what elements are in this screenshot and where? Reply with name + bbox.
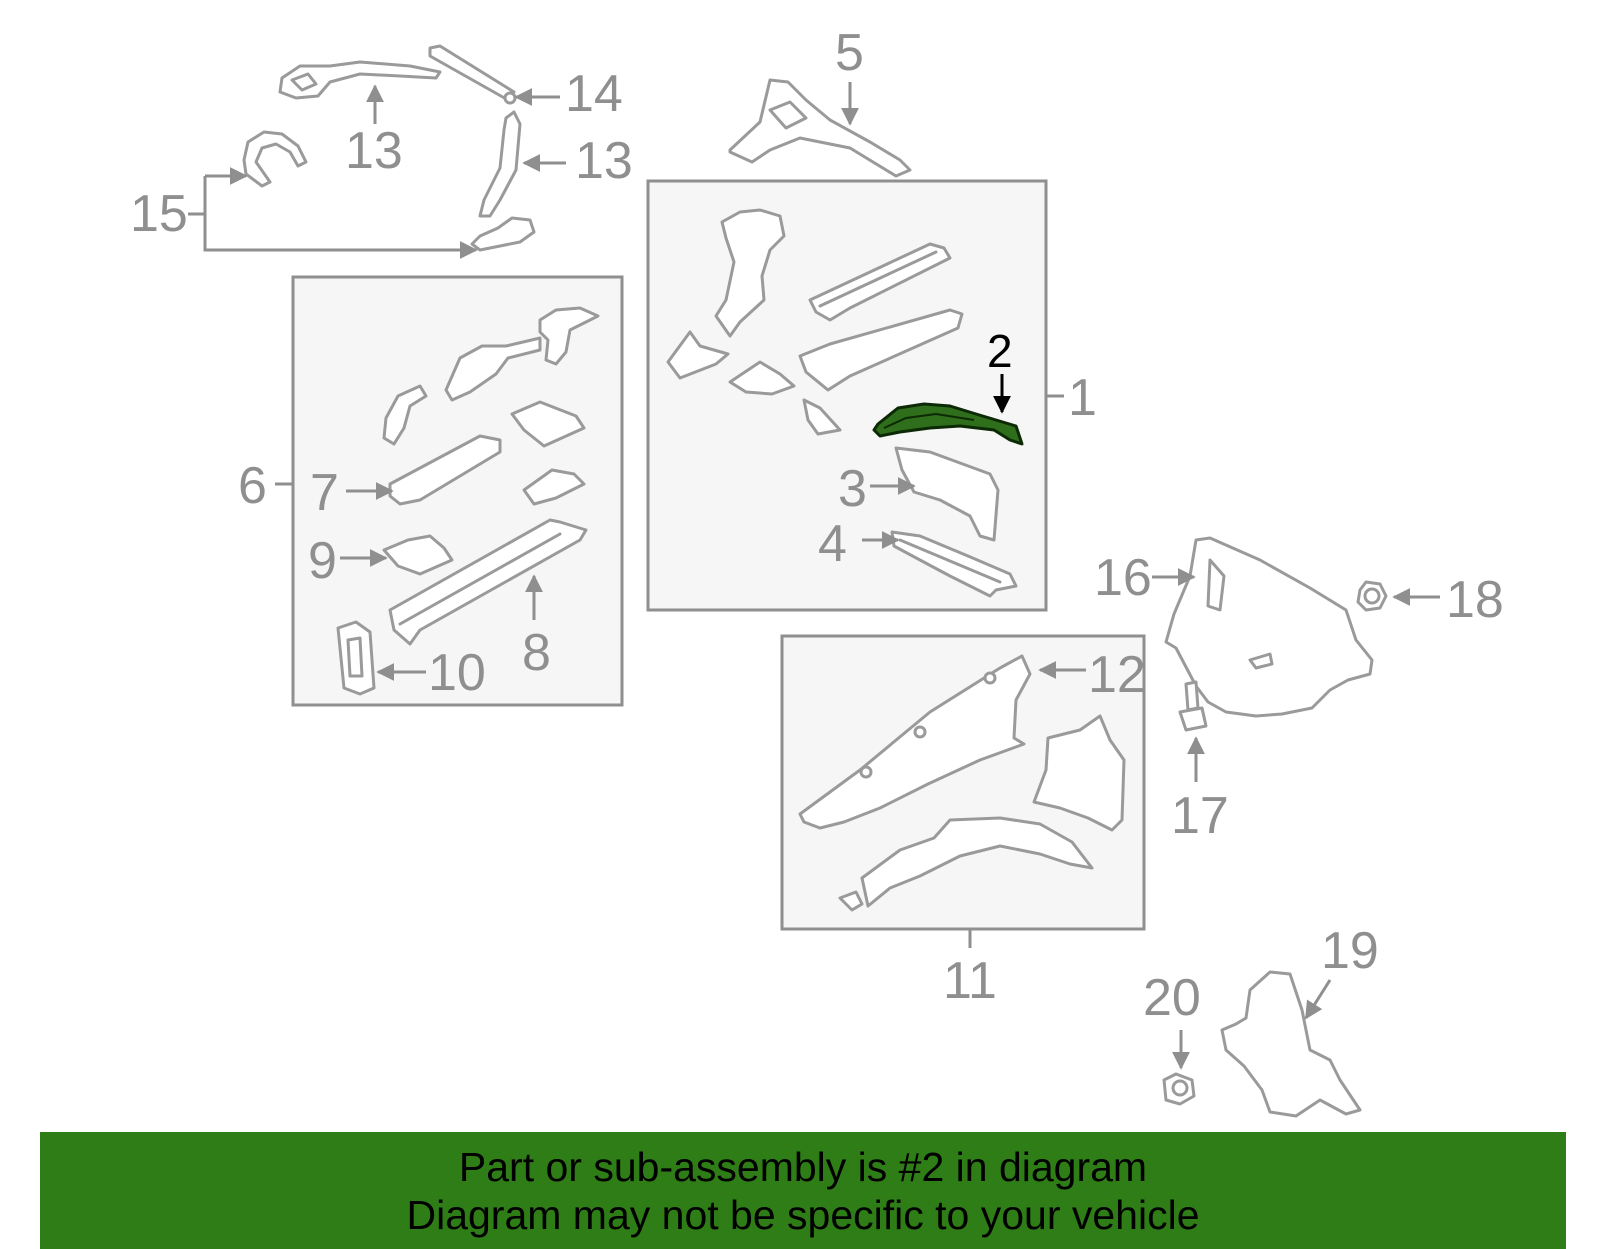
- part-2-highlighted: [872, 402, 1024, 446]
- part-10-plate: [336, 620, 376, 696]
- callout-18: 18: [1446, 571, 1504, 629]
- callout-12: 12: [1088, 646, 1146, 704]
- banner-line-2: Diagram may not be specific to your vehi…: [406, 1191, 1200, 1238]
- part-6-brackets: [510, 400, 586, 506]
- callout-7: 7: [310, 464, 339, 522]
- part-13-upper-bracket: [278, 60, 442, 100]
- callout-5: 5: [835, 24, 864, 82]
- part-12-apron: [798, 654, 1032, 830]
- part-1-side-member: [714, 208, 786, 338]
- part-15-clip: [242, 130, 308, 188]
- part-11-lower-rail: [838, 816, 1094, 912]
- part-1-brackets: [666, 330, 842, 436]
- callout-13-upper: 13: [345, 122, 403, 180]
- part-14-rod: [428, 44, 517, 105]
- callout-9: 9: [308, 532, 337, 590]
- part-17-bolt: [1178, 680, 1208, 732]
- callout-16: 16: [1094, 549, 1152, 607]
- part-20-bolt: [1162, 1072, 1196, 1106]
- callout-20: 20: [1143, 969, 1201, 1027]
- callout-17: 17: [1171, 787, 1229, 845]
- part-8-sill: [388, 518, 588, 646]
- callout-14: 14: [565, 65, 623, 123]
- callout-10: 10: [428, 644, 486, 702]
- part-16-shield: [1164, 536, 1374, 718]
- part-5-apron-reinforcement: [728, 78, 912, 178]
- callout-19: 19: [1321, 922, 1379, 980]
- part-9-bracket: [382, 534, 454, 576]
- callout-8: 8: [522, 624, 551, 682]
- callout-2[interactable]: 2: [987, 325, 1013, 377]
- part-13-side-bracket: [478, 110, 522, 218]
- callout-13-side: 13: [575, 132, 633, 190]
- part-15-plate: [470, 216, 536, 252]
- part-19-bracket: [1220, 970, 1362, 1118]
- part-6-upper-rail: [382, 306, 600, 446]
- part-18-nut: [1356, 580, 1388, 612]
- callout-11: 11: [943, 952, 997, 1010]
- callout-15: 15: [130, 185, 188, 243]
- callout-4: 4: [818, 515, 847, 573]
- callout-3: 3: [838, 460, 867, 518]
- part-1-lower-rail: [798, 308, 964, 392]
- assembly-box-1: [646, 179, 1048, 612]
- info-banner: Part or sub-assembly is #2 in diagram Di…: [40, 1132, 1566, 1249]
- banner-line-1: Part or sub-assembly is #2 in diagram: [458, 1143, 1148, 1190]
- callout-6: 6: [238, 457, 267, 515]
- part-1-upper-rail: [808, 242, 952, 322]
- part-11-inner-panel: [1032, 714, 1126, 832]
- part-4-rail: [890, 530, 1018, 598]
- callout-1: 1: [1068, 369, 1097, 427]
